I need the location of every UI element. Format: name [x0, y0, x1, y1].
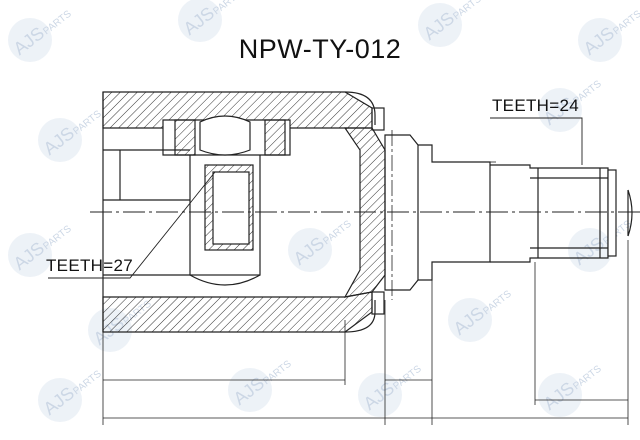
leader-teeth-inner — [48, 171, 216, 279]
page-title: NPW-TY-012 — [238, 34, 402, 64]
teeth-outer-label: TEETH=24 — [492, 96, 579, 115]
housing-bottom-section — [102, 291, 373, 333]
teeth-inner-label: TEETH=27 — [46, 256, 133, 275]
leader-teeth-outer — [490, 117, 583, 165]
joint-drawing — [48, 91, 640, 425]
